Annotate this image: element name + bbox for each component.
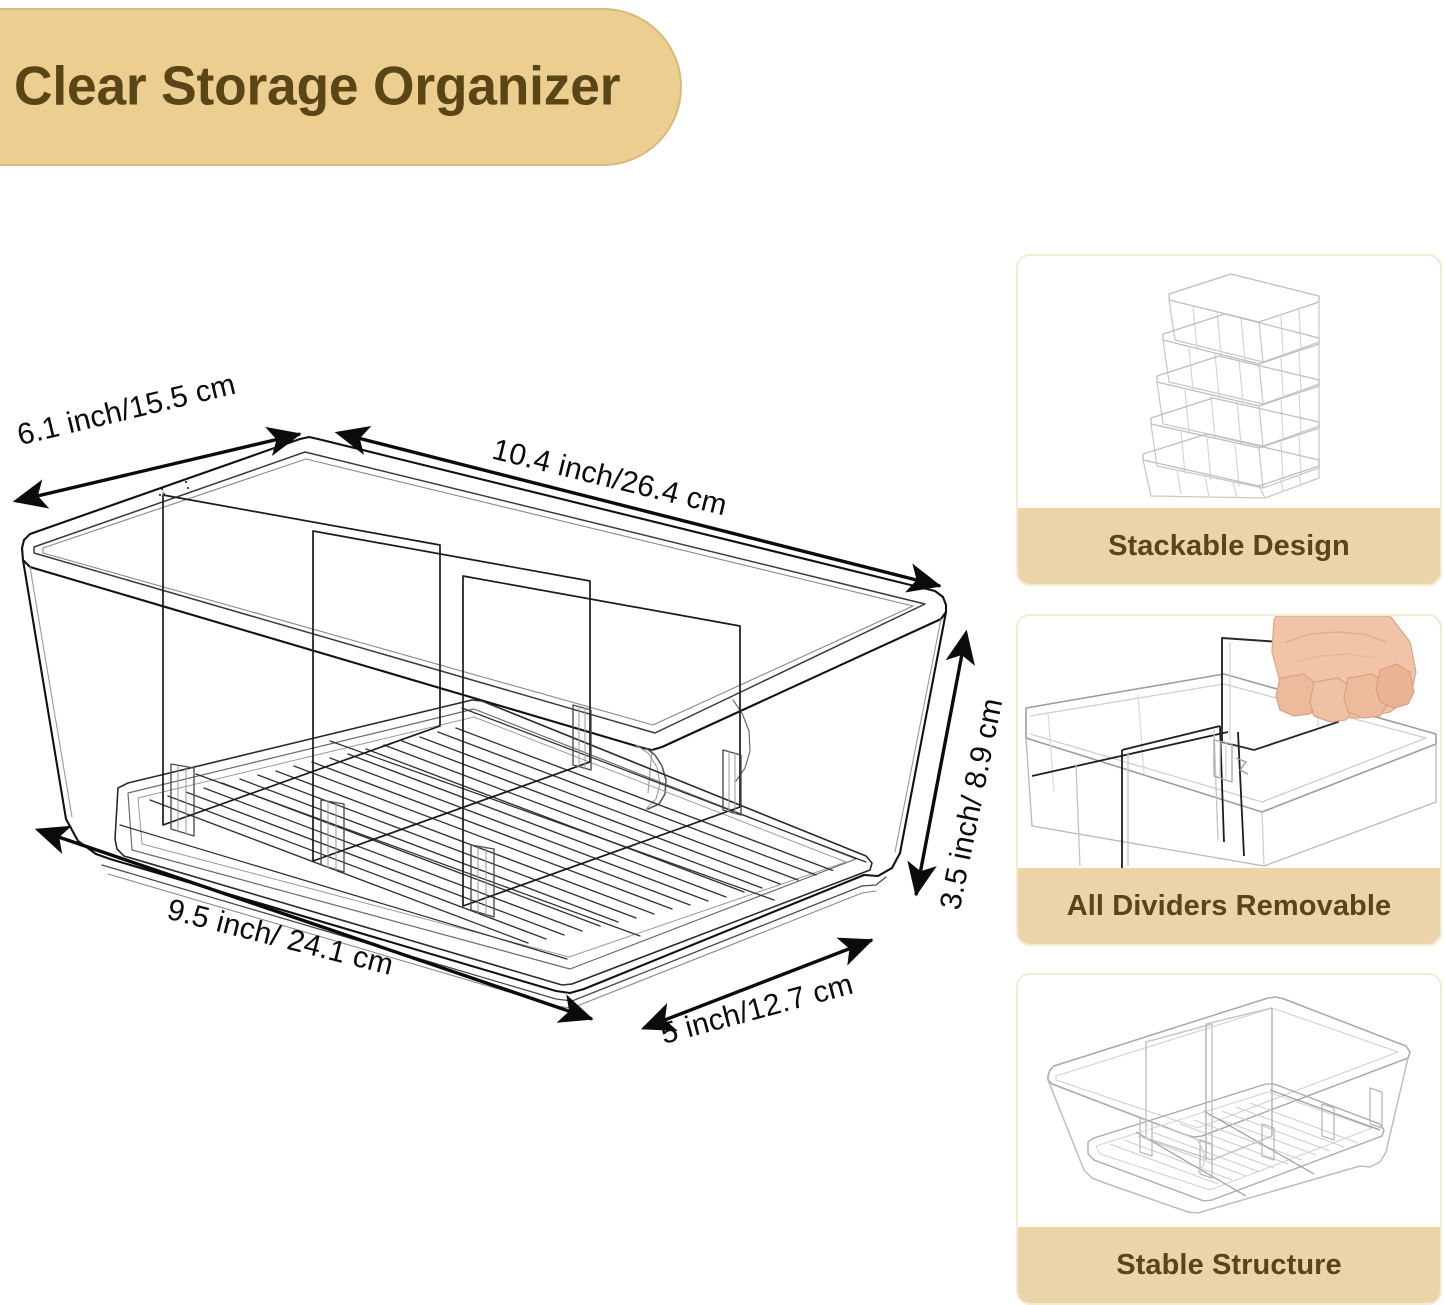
hand-removing-divider-photo xyxy=(1018,616,1440,868)
stacked-bins-illustration xyxy=(1018,256,1440,508)
title-banner: Clear Storage Organizer xyxy=(0,8,682,166)
feature-label-text: Stackable Design xyxy=(1108,529,1350,562)
page-title: Clear Storage Organizer xyxy=(14,54,621,117)
product-dimension-illustration xyxy=(0,395,1010,1075)
feature-label-bar-stable: Stable Structure xyxy=(1018,1227,1440,1303)
feature-label-bar-dividers: All Dividers Removable xyxy=(1018,868,1440,944)
feature-label-bar-stackable: Stackable Design xyxy=(1018,508,1440,584)
feature-card-stable-structure: Stable Structure xyxy=(1016,973,1442,1305)
feature-label-text: Stable Structure xyxy=(1116,1248,1342,1281)
single-bin-illustration xyxy=(1018,975,1440,1227)
feature-card-stackable: Stackable Design xyxy=(1016,254,1442,586)
feature-label-text: All Dividers Removable xyxy=(1066,889,1392,922)
feature-card-dividers-removable: All Dividers Removable xyxy=(1016,614,1442,946)
